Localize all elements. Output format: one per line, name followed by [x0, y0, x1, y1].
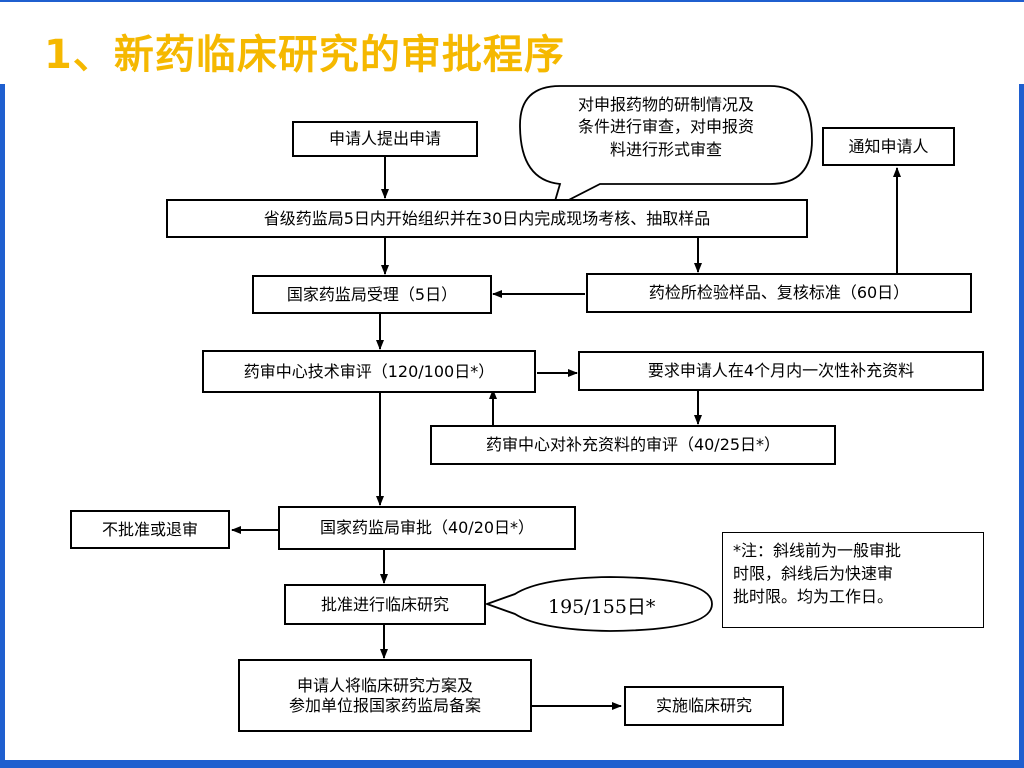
node-province: 省级药监局5日内开始组织并在30日内完成现场考核、抽取样品 — [166, 199, 808, 238]
node-inspect: 药检所检验样品、复核标准（60日） — [586, 273, 972, 313]
node-notify: 通知申请人 — [822, 127, 955, 166]
node-supp-review: 药审中心对补充资料的审评（40/25日*） — [430, 425, 836, 465]
node-accept: 国家药监局受理（5日） — [252, 275, 492, 314]
node-apply: 申请人提出申请 — [292, 121, 478, 157]
bubble-note: 对申报药物的研制情况及 条件进行审查，对申报资 料进行形式审查 — [577, 95, 754, 159]
bottom-border — [0, 760, 1024, 768]
ellipse-note: 195/155日* — [548, 596, 656, 618]
top-border — [0, 0, 1024, 2]
footnote: *注：斜线前为一般审批 时限，斜线后为快速审 批时限。均为工作日。 — [722, 532, 984, 628]
node-implement: 实施临床研究 — [624, 686, 784, 726]
right-border — [1019, 84, 1024, 760]
node-approve-clinical: 批准进行临床研究 — [284, 584, 486, 625]
speech-bubble — [519, 85, 813, 210]
node-supplement: 要求申请人在4个月内一次性补充资料 — [578, 351, 984, 391]
node-tech-review: 药审中心技术审评（120/100日*） — [202, 350, 536, 393]
node-filing: 申请人将临床研究方案及 参加单位报国家药监局备案 — [238, 659, 532, 732]
node-approve-review: 国家药监局审批（40/20日*） — [278, 506, 576, 550]
node-reject: 不批准或退审 — [70, 510, 230, 549]
slide-title: 1、新药临床研究的审批程序 — [44, 32, 565, 78]
ellipse-callout — [484, 576, 713, 632]
left-border — [0, 84, 5, 760]
